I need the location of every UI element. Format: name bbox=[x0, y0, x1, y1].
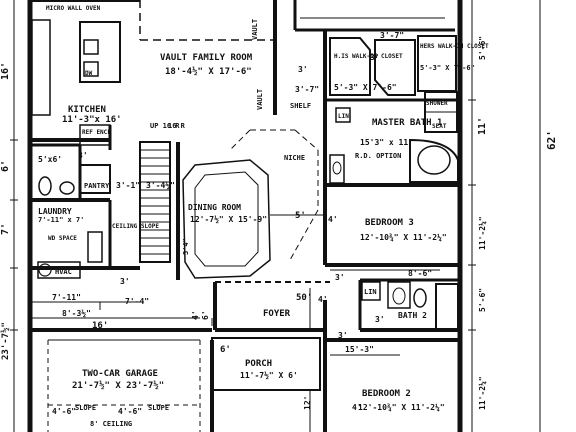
label-ref: REF ENCL bbox=[82, 129, 111, 136]
label-his-closet: H.IS WALK-IN CLOSET bbox=[334, 53, 403, 60]
label-dining-dim: 12'-7½" X 15'-9" bbox=[190, 214, 267, 224]
label-master-bath: MASTER BATH 1 bbox=[372, 118, 442, 128]
label-bath2: BATH 2 bbox=[398, 311, 427, 320]
label-bedroom3-dim: 12'-10¾" X 11'-2¼" bbox=[360, 233, 447, 242]
label-porch-dim: 11'-7½" X 6' bbox=[240, 370, 298, 380]
dim-5-6b: 5'-6" bbox=[478, 288, 487, 312]
label-seat: SEAT bbox=[432, 123, 447, 130]
label-shelf: SHELF bbox=[290, 102, 311, 110]
dim-23-left: 23'-7½" bbox=[0, 322, 11, 360]
dim-3-f: 3' bbox=[120, 277, 130, 286]
dim-3-d: 3' bbox=[375, 315, 385, 324]
label-rd-option: R.D. OPTION bbox=[355, 152, 401, 160]
label-niche: NICHE bbox=[284, 154, 305, 162]
label-slope-2: SLOPE bbox=[148, 404, 169, 412]
dim-7-left: 7' bbox=[0, 223, 11, 235]
label-pantry: PANTRY bbox=[84, 182, 110, 190]
label-vault-2: VAULT bbox=[256, 89, 264, 110]
label-lin-2: LIN bbox=[364, 288, 377, 296]
dim-3-1: 3'-1" bbox=[116, 181, 140, 190]
dim-4-6-b: 4'-6" bbox=[118, 407, 142, 416]
label-bedroom2-dim: 12'-10¾" X 11'-2¼" bbox=[358, 403, 445, 412]
dim-4-6a: 4' bbox=[191, 310, 200, 320]
dim-6-left: 6' bbox=[0, 160, 11, 172]
label-slope-1: SLOPE bbox=[75, 404, 96, 412]
dim-16-garage: 16' bbox=[92, 321, 108, 331]
label-garage-dim: 21'-7½" X 23'-7½" bbox=[72, 380, 164, 391]
dim-5x6: 5'x6' bbox=[38, 155, 62, 164]
dim-3-7-center: 3'-7" bbox=[295, 85, 319, 94]
dim-3-b: 3' bbox=[370, 53, 380, 62]
dim-3-4: 3'4" bbox=[182, 238, 190, 255]
label-8-ceiling: 8' CEILING bbox=[90, 420, 132, 428]
label-family-dim: 18'-4½" X 17'-6" bbox=[165, 66, 252, 77]
dimension-lines bbox=[10, 0, 541, 432]
walls bbox=[27, 0, 463, 432]
label-master-bath-dim: 15'3" x 11' bbox=[360, 138, 413, 147]
label-lin-master: LIN bbox=[338, 113, 349, 120]
dim-5-6-right: 5'-6" bbox=[478, 36, 487, 60]
label-dw: DW bbox=[85, 70, 93, 77]
label-kitchen: KITCHEN bbox=[68, 105, 106, 115]
label-kitchen-dim: 11'-3"x 16' bbox=[62, 115, 122, 125]
label-dining: DINING ROOM bbox=[188, 203, 241, 212]
label-laundry-dim: 7'-11" x 7' bbox=[38, 216, 84, 224]
label-laundry: LAUNDRY bbox=[38, 207, 72, 216]
label-up-stair: UP 16 R bbox=[150, 122, 180, 130]
dim-12: 12' bbox=[303, 396, 312, 410]
dim-3-4half: 3'-4½" bbox=[146, 180, 175, 190]
dim-7-4: 7'-4" bbox=[125, 297, 149, 306]
dim-6-foyer: 6' bbox=[201, 310, 210, 320]
label-bedroom2: BEDROOM 2 bbox=[362, 389, 411, 399]
dim-4-6-garage: 4'-6" bbox=[52, 407, 76, 416]
label-foyer: FOYER bbox=[263, 309, 291, 319]
dim-8-6: 8'-6" bbox=[408, 269, 432, 278]
label-his-closet-dim: 5'-3" X 7'-6" bbox=[334, 83, 397, 92]
label-hvac: HVAC bbox=[55, 268, 72, 276]
dim-3-c: 3' bbox=[335, 273, 345, 282]
dim-16-left: 16' bbox=[0, 62, 11, 80]
label-ceiling-slope: CEILING SLOPE bbox=[112, 223, 159, 230]
label-wd-space: WD SPACE bbox=[48, 235, 77, 242]
dim-7-11: 7'-11" bbox=[52, 293, 81, 302]
dim-3-7-top: 3'-7" bbox=[380, 31, 404, 40]
room-labels: MICRO WALL OVEN DW KITCHEN 11'-3"x 16' R… bbox=[38, 5, 489, 412]
dim-15-3: 15'-3" bbox=[345, 345, 374, 354]
dim-4-bed3: 4' bbox=[328, 215, 338, 224]
dim-11-right: 11' bbox=[477, 117, 488, 135]
dim-3-pantry: 3' bbox=[78, 151, 88, 160]
label-vault-1: VAULT bbox=[251, 19, 259, 40]
label-hers-closet-dim: 5'-3" X 7'-6" bbox=[420, 64, 475, 72]
label-hers-closet: HERS WALK-IN CLOSET bbox=[420, 43, 489, 50]
label-garage: TWO-CAR GARAGE bbox=[82, 369, 158, 379]
label-porch: PORCH bbox=[245, 359, 272, 369]
label-bedroom3: BEDROOM 3 bbox=[365, 218, 414, 228]
dimension-labels: 16' 6' 7' 23'-7½" 5'x6' 3' 3'-1" 3'-4½" … bbox=[0, 31, 558, 428]
dim-3-shelf: 3' bbox=[298, 65, 308, 74]
dim-3-e: 3' bbox=[338, 331, 348, 340]
dim-8-3half: 8'-3½" bbox=[62, 308, 91, 318]
dim-11-2q: 11'-2¼" bbox=[478, 216, 487, 250]
dim-4-bed2: 4' bbox=[352, 403, 362, 412]
label-vault-family: VAULT FAMILY ROOM bbox=[160, 53, 253, 63]
dim-62: 62' bbox=[545, 130, 558, 150]
dim-6-porch: 6' bbox=[220, 345, 231, 355]
dim-50: 50' bbox=[296, 293, 312, 303]
dim-16-r: 16 R bbox=[168, 122, 186, 130]
dim-5-dining: 5' bbox=[295, 211, 306, 221]
label-micro-wall-oven: MICRO WALL OVEN bbox=[46, 5, 101, 12]
label-shower: SHOWER bbox=[426, 100, 448, 107]
dim-11-2q-b: 11'-2¼" bbox=[478, 376, 487, 410]
dim-4-foyer: 4' bbox=[318, 295, 328, 304]
